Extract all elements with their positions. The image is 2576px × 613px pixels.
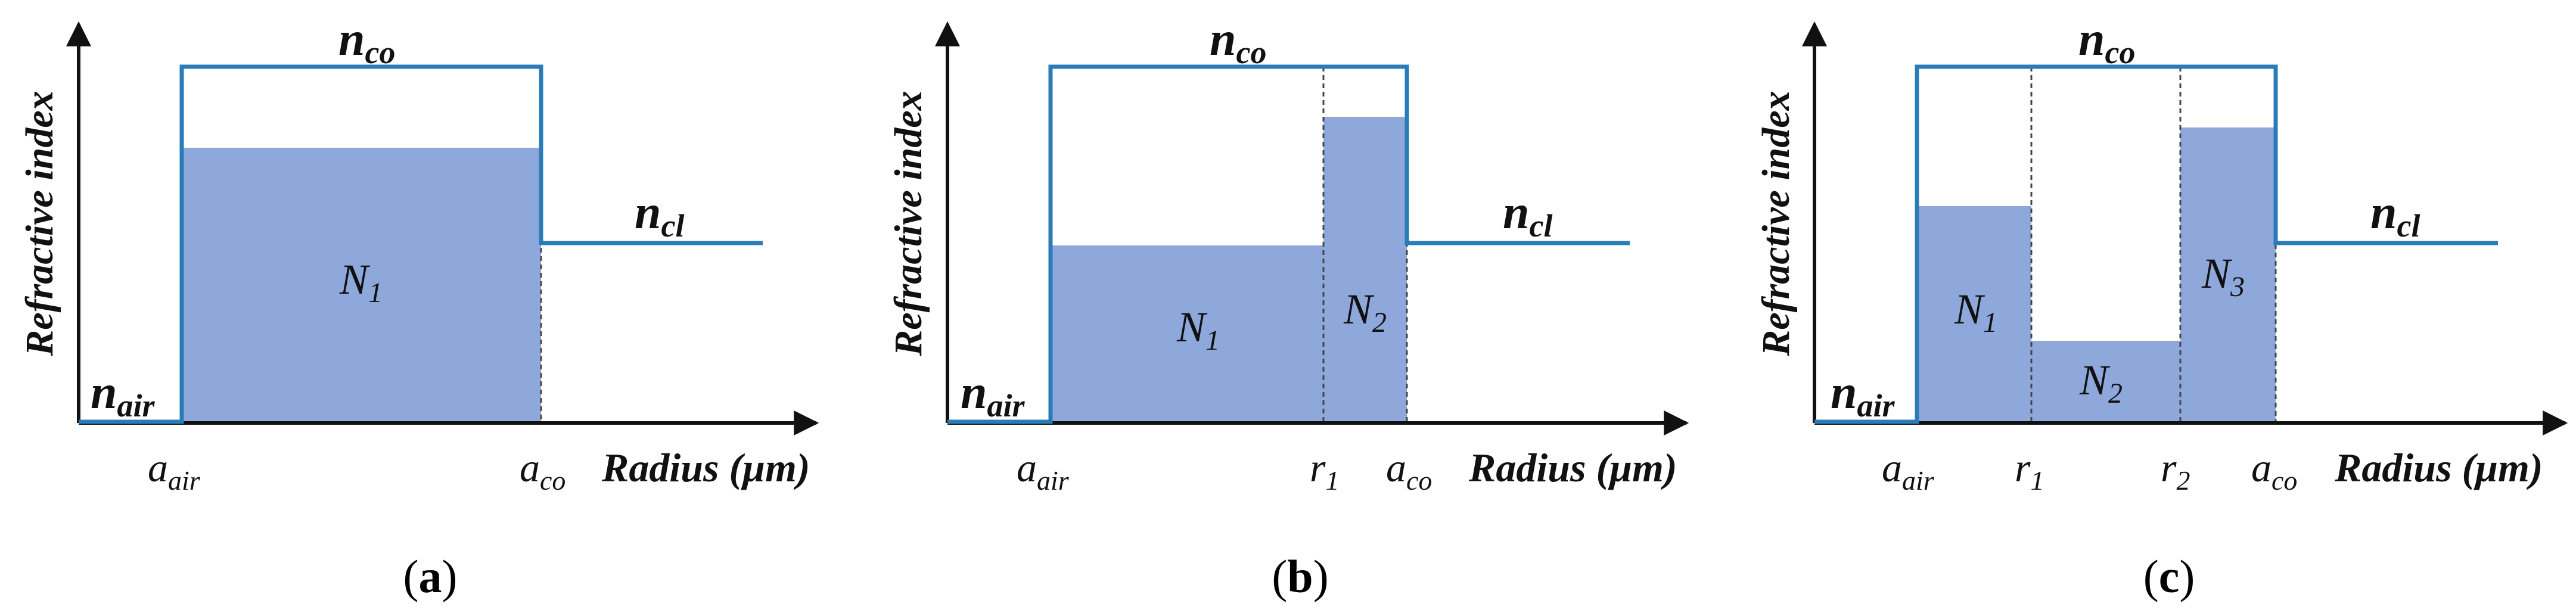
caption-a: (a) — [403, 550, 458, 602]
panel-a: Refractive index nco ncl nair N1 aair ac… — [18, 13, 819, 602]
y-axis-label: Refractive index — [18, 91, 61, 356]
panel-c: Refractive index nco ncl nair N1 N2 N3 a… — [1754, 13, 2568, 602]
caption-c: (c) — [2143, 550, 2195, 602]
label-n-air: nair — [961, 366, 1026, 424]
label-n-air: nair — [1831, 366, 1896, 424]
index-profile — [79, 64, 763, 424]
x-axis-label: Radius (μm) — [1468, 445, 1677, 490]
tick-a-air: aair — [148, 445, 201, 496]
label-N1: N1 — [1176, 303, 1220, 356]
index-profile — [947, 64, 1630, 424]
label-N2: N2 — [2079, 356, 2123, 409]
panel-b: Refractive index nco ncl nair N1 N2 aair… — [887, 13, 1689, 602]
x-axis-label: Radius (μm) — [601, 445, 810, 490]
tick-r1: r1 — [2015, 445, 2044, 496]
label-n-cl: ncl — [635, 186, 684, 244]
region-n1 — [1917, 206, 2031, 423]
label-n-co: nco — [338, 13, 395, 70]
tick-a-co: aco — [520, 445, 565, 496]
region-n2 — [2031, 341, 2180, 423]
label-n-cl: ncl — [2370, 186, 2420, 244]
label-n-co: nco — [1210, 13, 1266, 70]
label-N1: N1 — [1954, 285, 1997, 338]
caption-b: (b) — [1272, 550, 1328, 602]
x-axis-label: Radius (μm) — [2334, 445, 2543, 490]
tick-a-co: aco — [2251, 445, 2297, 496]
label-N3: N3 — [2201, 250, 2245, 303]
label-n-air: nair — [91, 366, 156, 424]
y-axis-label: Refractive index — [1754, 91, 1798, 356]
label-n-cl: ncl — [1503, 186, 1552, 244]
region-n1 — [1051, 245, 1323, 423]
index-profile — [1814, 64, 2498, 424]
region-n1 — [182, 148, 541, 423]
tick-r1: r1 — [1310, 445, 1339, 496]
tick-r2: r2 — [2161, 445, 2190, 496]
region-n2 — [1323, 117, 1407, 423]
tick-a-air: aair — [1882, 445, 1935, 496]
region-n3 — [2180, 127, 2276, 423]
label-N1: N1 — [339, 256, 383, 309]
y-axis-label: Refractive index — [887, 91, 930, 356]
tick-a-air: aair — [1017, 445, 1070, 496]
tick-a-co: aco — [1386, 445, 1432, 496]
label-N2: N2 — [1343, 285, 1387, 338]
label-n-co: nco — [2078, 13, 2135, 70]
